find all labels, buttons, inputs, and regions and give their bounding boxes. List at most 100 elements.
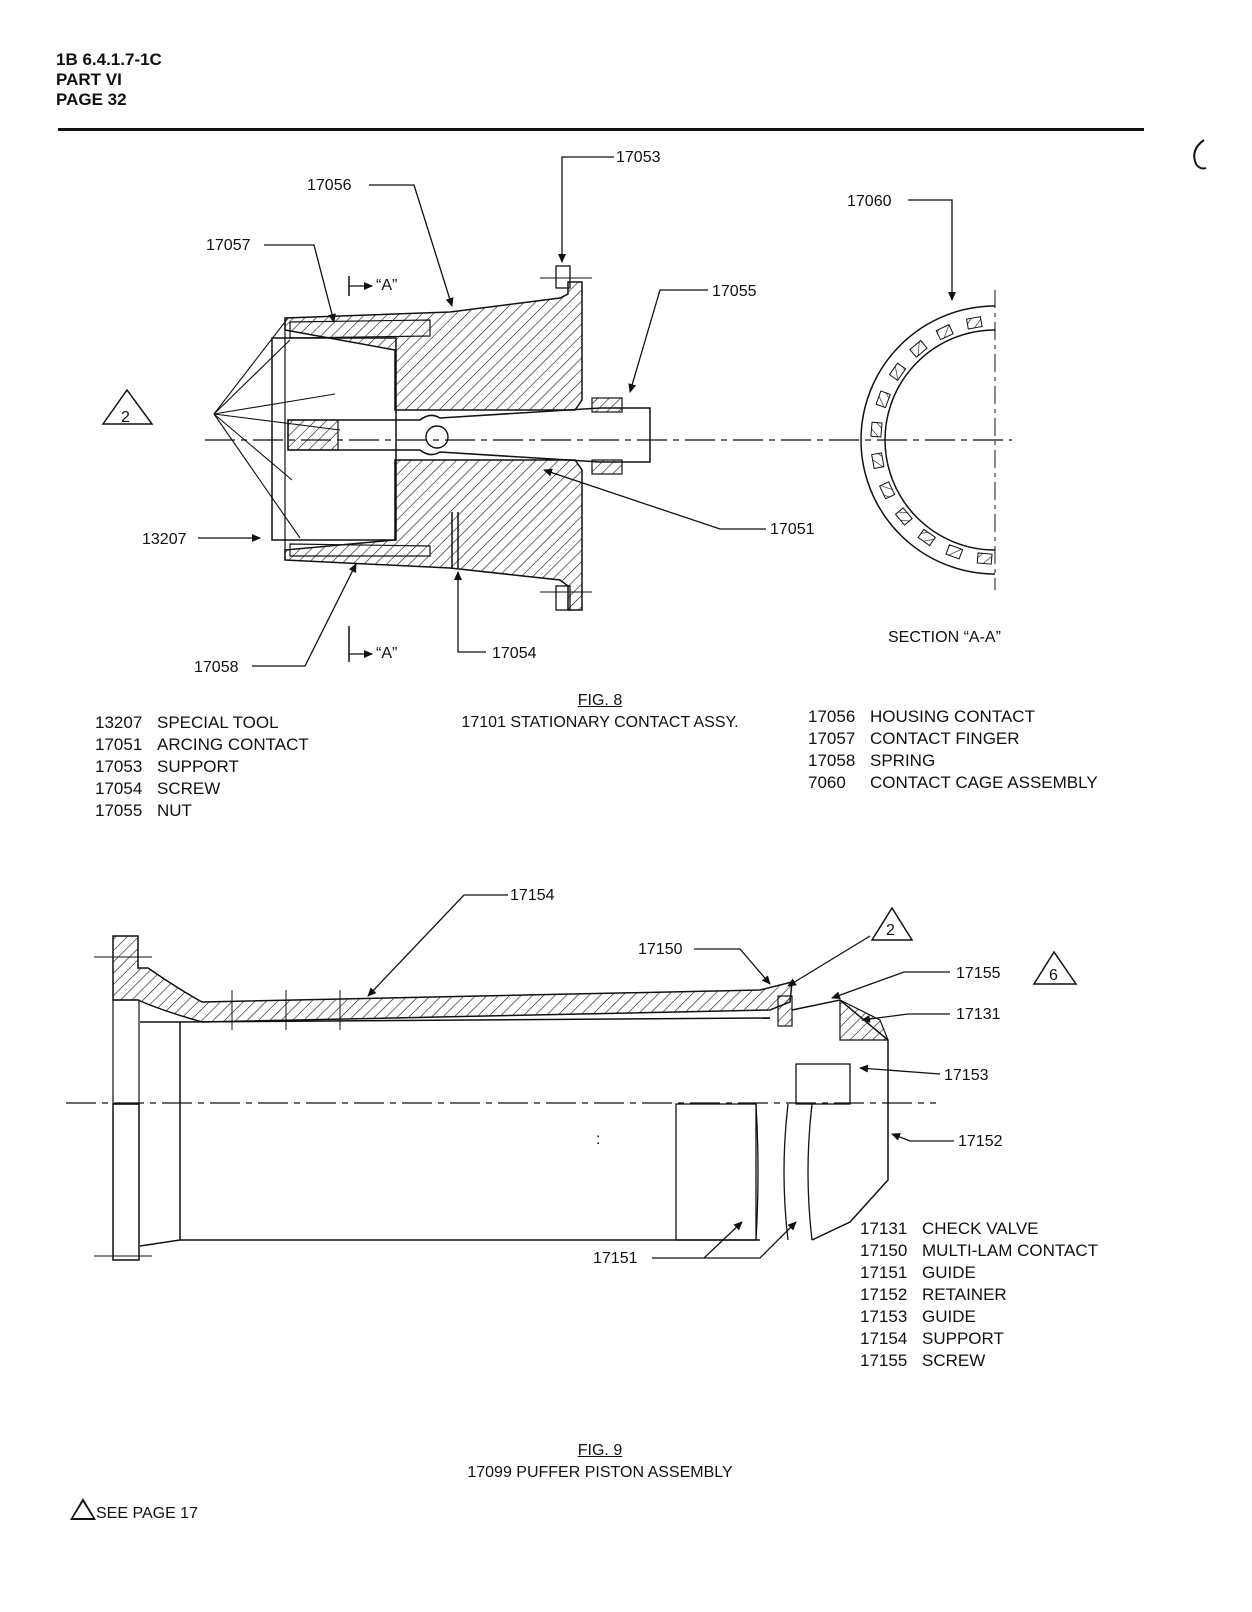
callout-17131: 17131: [956, 1006, 1001, 1023]
callout-17153: 17153: [944, 1067, 989, 1084]
legend-part-name: SCREW: [922, 1351, 986, 1370]
cage-tooth: [965, 316, 983, 330]
cage-tooth: [888, 362, 907, 382]
fig9-caption: FIG. 9 17099 PUFFER PISTON ASSEMBLY: [430, 1440, 770, 1484]
callout-17060: 17060: [847, 193, 892, 210]
callout-17056: 17056: [307, 177, 352, 194]
margin-mark: [1193, 139, 1207, 170]
cage-tooth: [875, 390, 891, 409]
fig8-leaders: [198, 156, 956, 667]
document-header: 1B 6.4.1.7-1C PART VI PAGE 32: [56, 50, 162, 110]
legend-part-number: 17154: [860, 1329, 908, 1348]
legend-part-number: 17150: [860, 1241, 908, 1260]
callout-17152: 17152: [958, 1133, 1003, 1150]
legend-part-number: 17151: [860, 1263, 908, 1282]
legend-part-name: CONTACT CAGE ASSEMBLY: [870, 773, 1098, 792]
legend-part-number: 17051: [95, 735, 143, 754]
legend-row: 17056 HOUSING CONTACT: [808, 706, 1098, 728]
legend-row: 17154 SUPPORT: [860, 1328, 1098, 1350]
fig8-title: 17101 STATIONARY CONTACT ASSY.: [461, 714, 739, 731]
legend-part-name: SUPPORT: [157, 757, 239, 776]
legend-part-name: MULTI-LAM CONTACT: [922, 1241, 1098, 1260]
doc-page: PAGE 32: [56, 90, 127, 109]
stray-mark: :: [596, 1131, 600, 1148]
legend-part-name: CHECK VALVE: [922, 1219, 1039, 1238]
legend-part-number: 17131: [860, 1219, 908, 1238]
legend-part-name: SUPPORT: [922, 1329, 1004, 1348]
legend-part-number: 17152: [860, 1285, 908, 1304]
cut-a-top: “A”: [376, 277, 397, 294]
legend-part-name: SPRING: [870, 751, 936, 770]
legend-part-number: 7060: [808, 773, 846, 792]
legend-part-number: 13207: [95, 713, 143, 732]
cage-tooth: [935, 323, 954, 341]
legend-row: 17051 ARCING CONTACT: [95, 734, 309, 756]
note-triangle-icon: [70, 1498, 96, 1520]
doc-number: 1B 6.4.1.7-1C: [56, 50, 162, 69]
legend-part-name: GUIDE: [922, 1307, 976, 1326]
legend-part-number: 17058: [808, 751, 856, 770]
legend-row: 17055 NUT: [95, 800, 309, 822]
cage-tooth: [870, 421, 883, 438]
cage-tooth: [871, 452, 885, 470]
callout-13207: 13207: [142, 531, 187, 548]
note-2-fig8: 2: [121, 409, 130, 426]
callout-17053: 17053: [616, 149, 661, 166]
section-a-a-label: SECTION “A-A”: [888, 629, 1001, 646]
cage-tooth: [909, 339, 928, 358]
cage-tooth: [976, 552, 993, 565]
callout-17055: 17055: [712, 283, 757, 300]
cage-tooth: [917, 528, 937, 547]
legend-row: 13207 SPECIAL TOOL: [95, 712, 309, 734]
legend-part-number: 17056: [808, 707, 856, 726]
fig8-number: FIG. 8: [577, 692, 623, 709]
fig9-drawing: [66, 906, 1078, 1261]
doc-part: PART VI: [56, 70, 122, 89]
legend-row: 17152 RETAINER: [860, 1284, 1098, 1306]
legend-part-number: 17055: [95, 801, 143, 820]
fig8-caption: FIG. 8 17101 STATIONARY CONTACT ASSY.: [430, 690, 770, 734]
legend-row: 17054 SCREW: [95, 778, 309, 800]
legend-part-name: RETAINER: [922, 1285, 1007, 1304]
note-6: 6: [1049, 967, 1058, 984]
legend-part-name: SPECIAL TOOL: [157, 713, 279, 732]
note-2-fig9: 2: [886, 922, 895, 939]
callout-17058: 17058: [194, 659, 239, 676]
fig9-number: FIG. 9: [577, 1442, 623, 1459]
legend-row: 17155 SCREW: [860, 1350, 1098, 1372]
callout-17057: 17057: [206, 237, 251, 254]
footnote: SEE PAGE 17: [70, 1498, 198, 1523]
legend-part-name: CONTACT FINGER: [870, 729, 1020, 748]
legend-row: 17131 CHECK VALVE: [860, 1218, 1098, 1240]
cage-tooth: [894, 507, 913, 526]
callout-17155: 17155: [956, 965, 1001, 982]
legend-part-name: ARCING CONTACT: [157, 735, 309, 754]
callout-17151: 17151: [593, 1250, 638, 1267]
callout-17051: 17051: [770, 521, 815, 538]
legend-row: 17150 MULTI-LAM CONTACT: [860, 1240, 1098, 1262]
fig9-leaders: [367, 894, 954, 1259]
fig8-drawing: [101, 265, 1012, 662]
callout-17054: 17054: [492, 645, 537, 662]
fig9-title: 17099 PUFFER PISTON ASSEMBLY: [467, 1464, 733, 1481]
legend-part-number: 17053: [95, 757, 143, 776]
legend-part-name: SCREW: [157, 779, 221, 798]
legend-row: 17053 SUPPORT: [95, 756, 309, 778]
section-a-a-drawing: [860, 290, 996, 590]
legend-part-number: 17153: [860, 1307, 908, 1326]
cage-teeth: [870, 316, 993, 565]
legend-row: 17058 SPRING: [808, 750, 1098, 772]
footnote-text: SEE PAGE 17: [96, 1505, 198, 1522]
legend-row: 17153 GUIDE: [860, 1306, 1098, 1328]
cut-a-bottom: “A”: [376, 645, 397, 662]
legend-part-number: 17155: [860, 1351, 908, 1370]
legend-part-name: HOUSING CONTACT: [870, 707, 1035, 726]
legend-part-number: 17054: [95, 779, 143, 798]
cage-tooth: [878, 481, 896, 500]
legend-part-name: NUT: [157, 801, 192, 820]
